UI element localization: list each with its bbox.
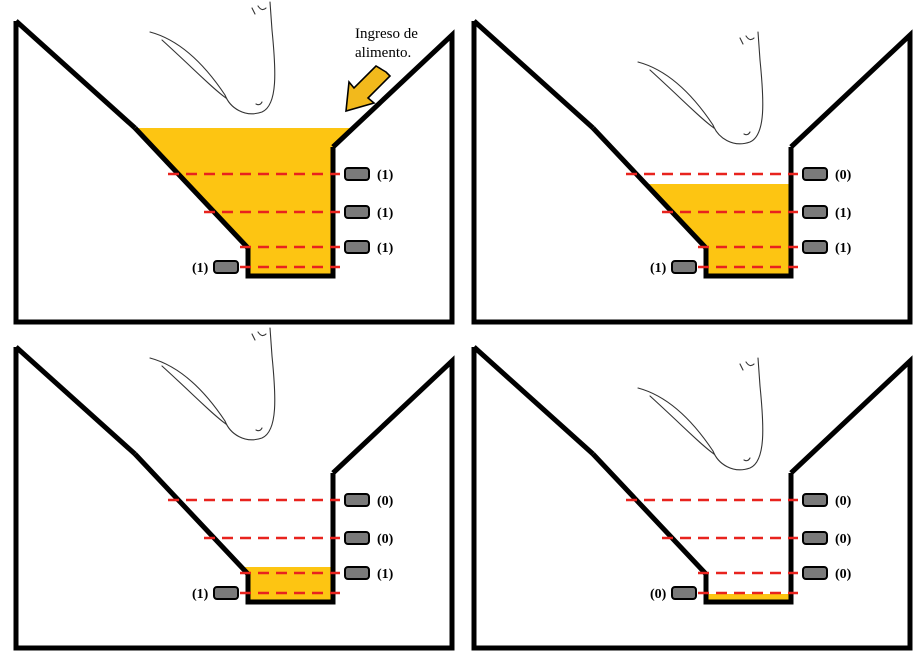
sensor-2-icon [344,531,370,545]
sensor-4-icon [671,260,697,274]
panel-bottom-left: (0) (0) (1) (1) [13,327,455,651]
sensor-1-icon [344,493,370,507]
sensor-1-reading: (0) [835,168,852,183]
sensor-2-reading: (1) [377,206,394,221]
sensor-3-reading: (0) [835,567,852,582]
panel-bottom-right: (0) (0) (0) (0) [471,345,913,651]
sensor-2-reading: (0) [377,532,394,547]
sensor-1-reading: (0) [835,494,852,509]
sensor-4-reading: (0) [650,587,667,602]
container-left-slope [14,19,137,130]
container-left-slope [14,345,137,456]
hopper-walls [133,452,336,605]
sensor-4-icon [671,586,697,600]
animal-muzzle-sketch [637,357,764,471]
sensor-4-reading: (1) [192,261,209,276]
food-inlet-arrow-icon [345,64,392,113]
sensor-2-reading: (1) [835,206,852,221]
container-frame [13,347,455,651]
hopper-walls [133,126,336,279]
sensor-2-reading: (0) [835,532,852,547]
container-frame [471,21,913,325]
sensor-2-icon [344,205,370,219]
annotation-line-1: Ingreso de [355,26,418,42]
container-frame [471,347,913,651]
container-frame [13,21,455,325]
sensor-1-reading: (0) [377,494,394,509]
sensor-3-icon [802,566,828,580]
sensor-3-icon [344,566,370,580]
sensor-4-reading: (1) [192,587,209,602]
animal-muzzle-sketch [637,31,764,145]
sensor-2-icon [802,531,828,545]
sensor-3-reading: (1) [377,567,394,582]
food-inlet-annotation: Ingreso de alimento. [345,26,418,113]
animal-muzzle-sketch [149,1,276,115]
sensor-3-icon [344,240,370,254]
sensor-3-reading: (1) [377,241,394,256]
hopper-walls [591,126,794,279]
food-level-fill [135,128,352,276]
panel-top-right: (0) (1) (1) (1) [471,19,913,325]
container-left-slope [472,19,595,130]
sensor-1-icon [802,167,828,181]
container-left-slope [472,345,595,456]
sensor-3-icon [802,240,828,254]
sensor-3-reading: (1) [835,241,852,256]
sensor-4-icon [213,586,239,600]
sensor-4-reading: (1) [650,261,667,276]
sensor-4-icon [213,260,239,274]
sensor-2-icon [802,205,828,219]
panel-top-left: (1) (1) (1) (1) [13,1,455,325]
hopper-walls [591,452,794,605]
animal-muzzle-sketch [149,327,276,441]
sensor-1-reading: (1) [377,168,394,183]
sensor-1-icon [344,167,370,181]
sensor-1-icon [802,493,828,507]
annotation-line-2: alimento. [355,45,411,61]
food-level-fill [645,184,791,276]
